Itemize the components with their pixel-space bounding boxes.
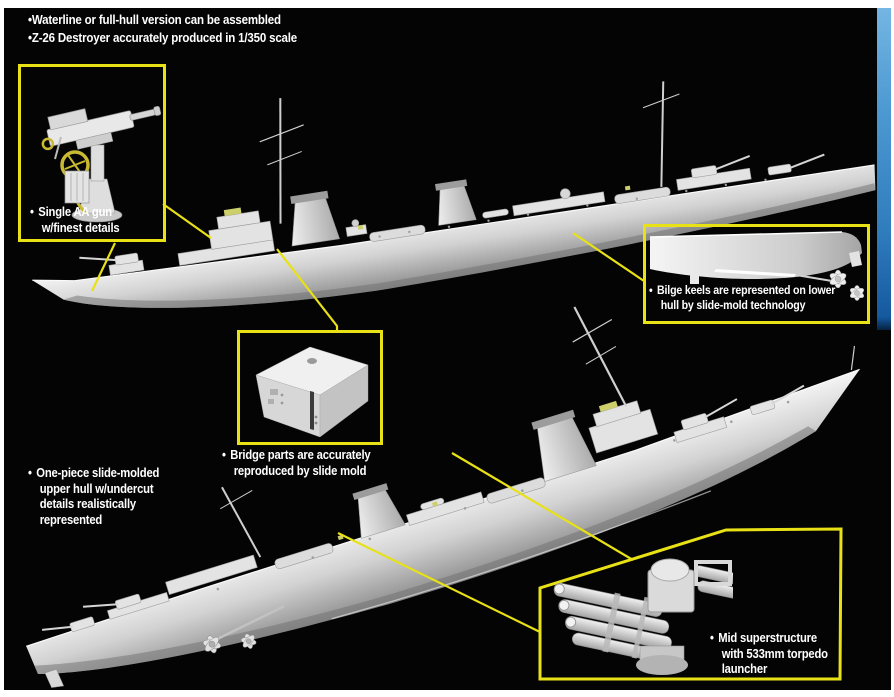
bilge-keel [714,269,796,277]
torpedo-launcher-caption: •Mid superstructure with 533mm torpedo l… [710,631,828,676]
callout-line-bridge [276,248,339,331]
propeller [240,633,257,649]
mainmast [221,486,262,558]
aa-gun-caption: •Single AA gun w/finest details [30,205,120,235]
feature-item: •Z-26 Destroyer accurately produced in 1… [28,30,298,45]
foremast [279,98,282,224]
ship-top-hull [32,164,876,308]
callout-line-aa-foredeck [91,242,116,292]
torpedo-mount-aft [274,543,334,570]
frame-top [0,0,894,8]
frame-right [891,0,894,697]
bridge-part-illustration [255,346,369,438]
feature-list: •Waterline or full-hull version can be a… [28,11,297,47]
torpedo-mount-2 [614,186,671,204]
bilge-keel-callout-box [643,224,870,324]
torpedo-launcher-illustration [553,558,733,675]
bullet-icon: • [28,30,32,45]
callout-line-torpedo-b [337,532,541,633]
bilge-hull-illustration [649,231,865,301]
propeller [829,269,847,289]
bilge-keel-caption: •Bilge keels are represented on lower hu… [649,283,836,312]
funnel-2 [438,184,477,226]
rudder [44,669,65,688]
foremast [573,306,628,407]
bullet-icon: • [28,12,32,27]
bridge-parts-callout-box [237,330,383,445]
ship-top-render [32,81,876,308]
propeller [849,285,865,301]
blue-accent-strip [877,8,891,330]
feature-item: •Waterline or full-hull version can be a… [28,12,281,27]
aa-gun-illustration [41,105,162,223]
bullet-icon: • [222,448,226,462]
frame-bottom [0,690,894,697]
gun-barrel [129,109,156,121]
bullet-icon: • [710,631,714,645]
bullet-icon: • [30,205,34,219]
lower-hull [650,232,862,280]
mainmast [660,81,665,187]
upper-hull-caption: •One-piece slide-molded upper hull w/und… [28,466,160,527]
callout-line-torpedo-a [451,452,634,561]
bullet-icon: • [28,466,32,480]
frame-left [0,0,4,697]
propeller [202,635,222,654]
propeller-shaft [214,605,285,642]
ship-bottom-render [26,306,860,688]
torpedo-callout-box [538,527,843,681]
bridge-parts-caption: •Bridge parts are accurately reproduced … [222,448,371,478]
aa-gun-callout-box [18,64,166,242]
bullet-icon: • [649,283,653,297]
callout-line-bilge [572,232,645,282]
ship-bottom-hull [26,369,860,675]
callout-line-aa-midship [162,203,212,239]
torpedo-mount-1 [369,224,426,242]
